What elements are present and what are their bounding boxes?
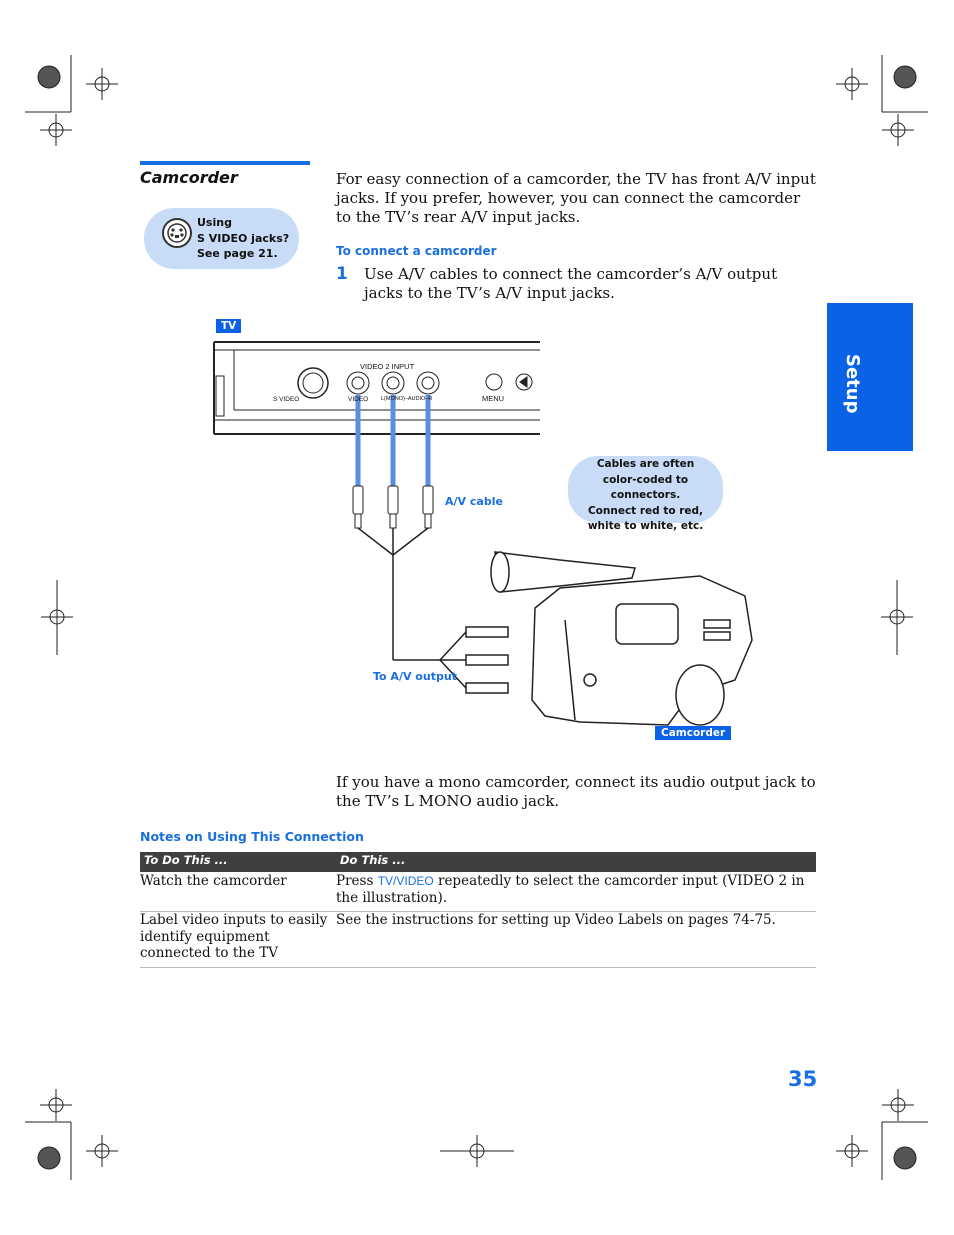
intro-paragraph: For easy connection of a camcorder, the …	[336, 170, 816, 226]
table-cell-todo: Label video inputs to easily identify eq…	[140, 912, 328, 961]
panel-title: VIDEO 2 INPUT	[360, 362, 415, 371]
tip-line: See page 21.	[197, 247, 278, 260]
callout-line: Cables are often	[596, 458, 695, 470]
chapter-tab	[827, 303, 913, 451]
mono-note: If you have a mono camcorder, connect it…	[336, 773, 816, 810]
callout-line: white to white, etc.	[587, 520, 704, 533]
av-cable-lines	[355, 395, 431, 486]
page-number: 35	[788, 1067, 818, 1091]
color-code-callout	[568, 456, 723, 523]
svideo-jack-label: S VIDEO	[273, 396, 300, 403]
color-code-callout-text: Cables are often color-coded to connecto…	[568, 457, 723, 535]
camcorder-tag: Camcorder	[655, 726, 732, 740]
callout-line: color-coded to connectors.	[602, 473, 689, 502]
tv-video-button-name: TV/VIDEO	[377, 874, 434, 888]
tv-tag: TV	[216, 319, 242, 333]
tv-front-panel	[213, 341, 540, 435]
step-text: Use A/V cables to connect the camcorder’…	[364, 265, 778, 302]
chapter-tab-label: Setup	[842, 354, 863, 414]
row-divider	[140, 967, 816, 968]
tip-line: S VIDEO jacks?	[197, 231, 290, 245]
notes-heading: Notes on Using This Connection	[140, 829, 364, 844]
col-header-todo: To Do This ...	[144, 853, 228, 867]
menu-button-label: MENU	[482, 394, 505, 403]
callout-line: Connect red to red,	[587, 504, 704, 517]
section-title: Camcorder	[140, 168, 238, 187]
table-cell-todo: Watch the camcorder	[140, 873, 287, 889]
audio-jack-label: L(MONO)–AUDIO–R	[381, 396, 433, 402]
table-cell-do: Press TV/VIDEO repeatedly to select the …	[336, 873, 806, 906]
svideo-tip-text: Using S VIDEO jacks? See page 21.	[197, 215, 289, 262]
connection-diagram	[213, 341, 753, 726]
row-divider	[140, 911, 816, 912]
rca-plugs	[352, 485, 434, 529]
av-cable-label: A/V cable	[445, 495, 503, 508]
video-jack-label: VIDEO	[348, 396, 369, 403]
section-rule	[140, 161, 310, 165]
cable-to-camcorder	[357, 527, 509, 694]
av-output-label: To A/V output	[373, 670, 457, 683]
svideo-jack-icon	[162, 218, 192, 248]
procedure-heading: To connect a camcorder	[336, 244, 497, 258]
cell-text: Press	[336, 873, 378, 889]
tip-line: Using	[197, 216, 232, 229]
col-header-do: Do This ...	[340, 853, 406, 867]
camcorder-illustration	[490, 551, 753, 726]
table-cell-do: See the instructions for setting up Vide…	[336, 912, 776, 928]
notes-table-header	[140, 852, 816, 872]
cell-text: repeatedly to select the camcorder input…	[336, 873, 805, 906]
step-number: 1	[336, 264, 348, 284]
